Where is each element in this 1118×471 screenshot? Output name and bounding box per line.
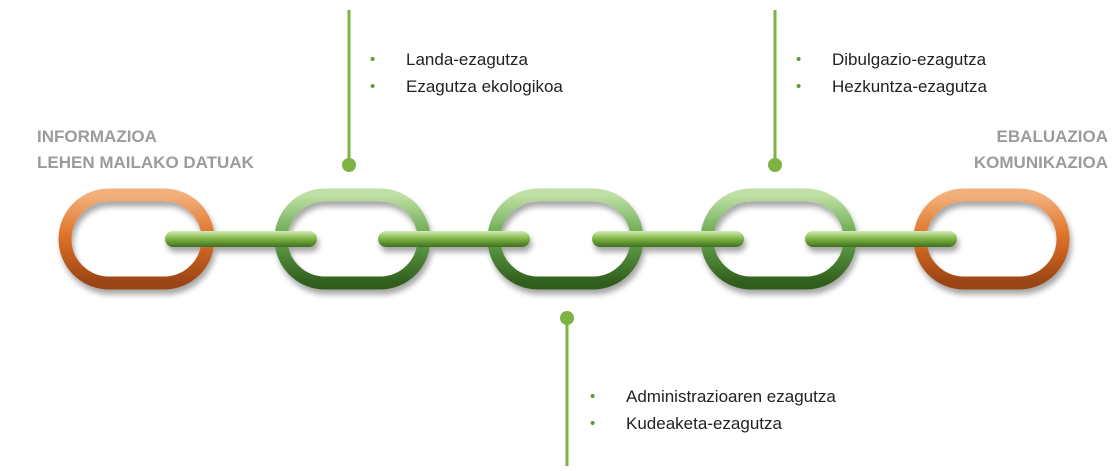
callout-dot-1 xyxy=(342,158,356,172)
list-item: Kudeaketa-ezagutza xyxy=(588,410,836,437)
callout-3-list: Administrazioaren ezagutza Kudeaketa-eza… xyxy=(588,383,836,437)
callout-2-list: Dibulgazio-ezagutza Hezkuntza-ezagutza xyxy=(794,46,987,100)
right-label: EBALUAZIOA KOMUNIKAZIOA xyxy=(974,124,1108,176)
callout-1-list: Landa-ezagutza Ezagutza ekologikoa xyxy=(368,46,563,100)
list-item: Dibulgazio-ezagutza xyxy=(794,46,987,73)
right-label-line-2: KOMUNIKAZIOA xyxy=(973,153,1108,172)
list-item: Hezkuntza-ezagutza xyxy=(794,73,987,100)
list-item: Administrazioaren ezagutza xyxy=(588,383,836,410)
connector-bar-2 xyxy=(378,231,530,247)
left-label-line-2: LEHEN MAILAKO DATUAK xyxy=(37,153,254,172)
callout-dot-2 xyxy=(768,158,782,172)
list-item: Landa-ezagutza xyxy=(368,46,563,73)
left-label-line-1: INFORMAZIOA xyxy=(37,127,157,146)
left-label: INFORMAZIOA LEHEN MAILAKO DATUAK xyxy=(37,124,254,176)
callout-dot-3 xyxy=(560,311,574,325)
list-item: Ezagutza ekologikoa xyxy=(368,73,563,100)
connector-bar-4 xyxy=(805,231,957,247)
connector-bar-3 xyxy=(592,231,744,247)
connector-bar-1 xyxy=(165,231,317,247)
right-label-line-1: EBALUAZIOA xyxy=(996,127,1108,146)
